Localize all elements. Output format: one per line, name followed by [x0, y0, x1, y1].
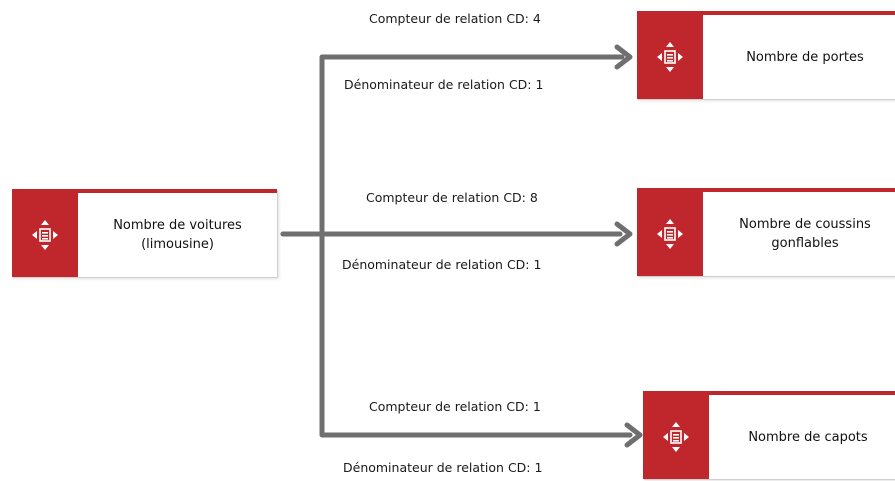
quantity-icon [637, 15, 703, 99]
source-label-line1: Nombre de voitures [113, 218, 242, 233]
relation-numerator-2: Compteur de relation CD: 8 [366, 190, 538, 205]
target-node-capots[interactable]: Nombre de capots [643, 391, 895, 479]
arrowhead-capots [624, 422, 643, 448]
target-node-coussins[interactable]: Nombre de coussins gonflables [637, 188, 895, 276]
source-label-line2: (limousine) [141, 237, 214, 252]
target-capots-line1: Nombre de capots [748, 429, 868, 445]
relation-denominator-2: Dénominateur de relation CD: 1 [342, 257, 542, 272]
quantity-icon [643, 395, 709, 479]
quantity-icon [12, 193, 78, 277]
arrowhead-portes [614, 44, 633, 70]
relation-denominator-1: Dénominateur de relation CD: 1 [344, 77, 544, 92]
target-coussins-line1: Nombre de coussins [739, 217, 871, 232]
target-node-portes-label: Nombre de portes [703, 15, 895, 99]
relation-numerator-1: Compteur de relation CD: 4 [369, 11, 541, 26]
target-node-coussins-label: Nombre de coussins gonflables [703, 192, 895, 276]
source-node[interactable]: Nombre de voitures (limousine) [12, 189, 277, 277]
relation-numerator-3: Compteur de relation CD: 1 [369, 399, 541, 414]
connector-to-capots [319, 231, 633, 438]
target-node-capots-label: Nombre de capots [709, 395, 895, 479]
arrowhead-coussins [614, 221, 633, 247]
relation-denominator-3: Dénominateur de relation CD: 1 [343, 460, 543, 475]
quantity-icon [637, 192, 703, 276]
source-node-label: Nombre de voitures (limousine) [78, 193, 277, 277]
target-coussins-line2: gonflables [771, 236, 839, 251]
target-portes-line1: Nombre de portes [746, 49, 864, 65]
target-node-portes[interactable]: Nombre de portes [637, 11, 895, 99]
